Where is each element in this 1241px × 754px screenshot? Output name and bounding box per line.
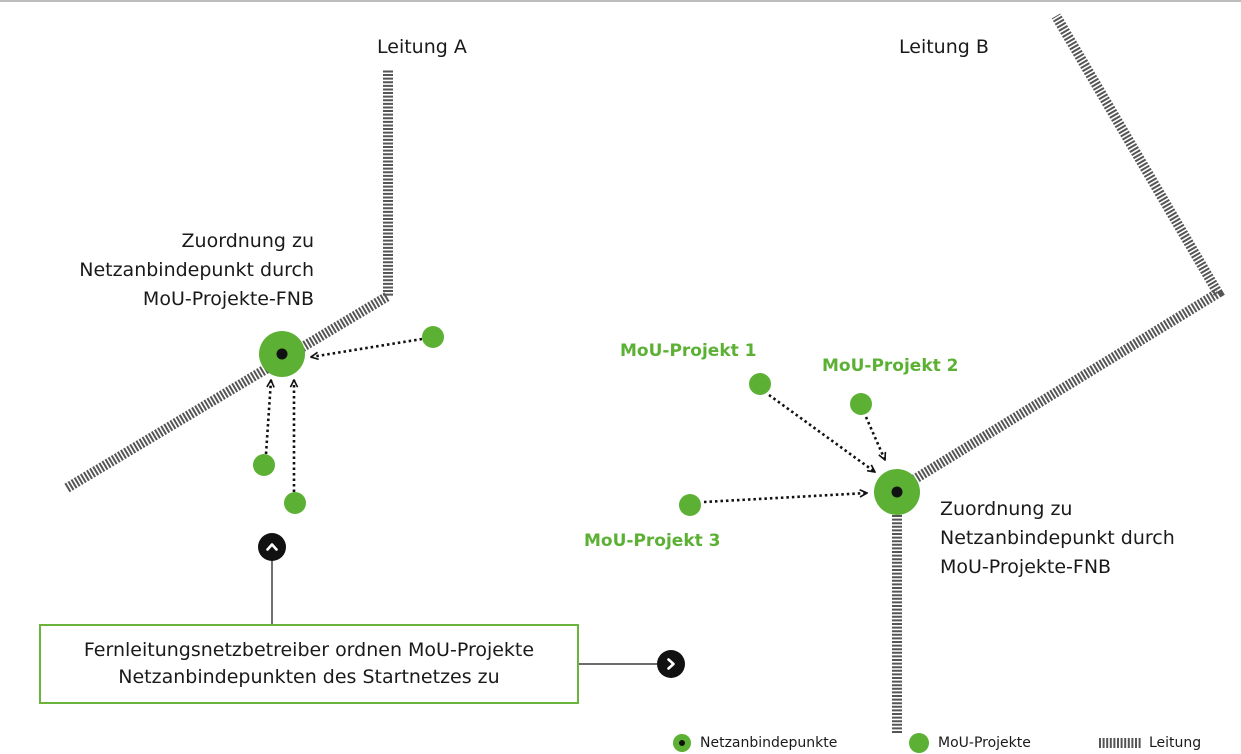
pipeline-a-label: Leitung A xyxy=(377,36,467,58)
connection-point-b xyxy=(874,469,920,515)
legend-projects: MoU-Projekte xyxy=(908,733,1031,753)
pipeline-b-label: Leitung B xyxy=(899,36,989,58)
legend-pipeline-label: Leitung xyxy=(1149,735,1202,751)
annotation-b-line3: MoU-Projekte-FNB xyxy=(940,556,1112,578)
legend-connection-points: Netzanbindepunkte xyxy=(672,733,837,753)
legend-projects-label: MoU-Projekte xyxy=(938,735,1031,751)
chevron-right-icon xyxy=(667,658,675,670)
connection-point-legend-icon xyxy=(673,734,691,752)
top-divider xyxy=(0,0,1241,2)
annotation-b-line1: Zuordnung zu xyxy=(940,498,1073,520)
project-dot-2 xyxy=(850,393,872,415)
callout-box: Fernleitungsnetzbetreiber ordnen MoU-Pro… xyxy=(39,624,579,704)
project-dot xyxy=(422,326,444,348)
connection-point-a xyxy=(259,331,305,377)
chevron-right-button[interactable] xyxy=(657,650,685,678)
callout-line2: Netzanbindepunkten des Startnetzes zu xyxy=(118,666,500,688)
annotation-b: Zuordnung zu Netzanbindepunkt durch MoU-… xyxy=(940,495,1175,582)
project-dot-3 xyxy=(679,494,701,516)
callout-line1: Fernleitungsnetzbetreiber ordnen MoU-Pro… xyxy=(83,639,535,661)
project-dot-1 xyxy=(749,373,771,395)
assignment-arrows-a xyxy=(264,337,423,492)
project-3-label: MoU-Projekt 3 xyxy=(584,531,721,551)
annotation-a-line3: MoU-Projekte-FNB xyxy=(142,288,314,310)
project-legend-icon xyxy=(909,733,929,753)
chevron-up-icon xyxy=(266,543,278,551)
assignment-arrows-b xyxy=(703,393,885,504)
project-dot xyxy=(253,454,275,476)
project-2-label: MoU-Projekt 2 xyxy=(822,356,959,376)
chevron-up-button[interactable] xyxy=(258,533,286,561)
annotation-b-line2: Netzanbindepunkt durch xyxy=(940,527,1175,549)
legend-connection-points-label: Netzanbindepunkte xyxy=(700,735,838,751)
annotation-a: Zuordnung zu Netzanbindepunkt durch MoU-… xyxy=(79,227,314,314)
annotation-a-line1: Zuordnung zu xyxy=(181,230,314,252)
project-1-label: MoU-Projekt 1 xyxy=(620,341,757,361)
pipeline-legend-icon xyxy=(1099,738,1141,748)
project-dot xyxy=(284,492,306,514)
annotation-a-line2: Netzanbindepunkt durch xyxy=(79,259,314,281)
legend-pipeline: Leitung xyxy=(1099,733,1201,753)
